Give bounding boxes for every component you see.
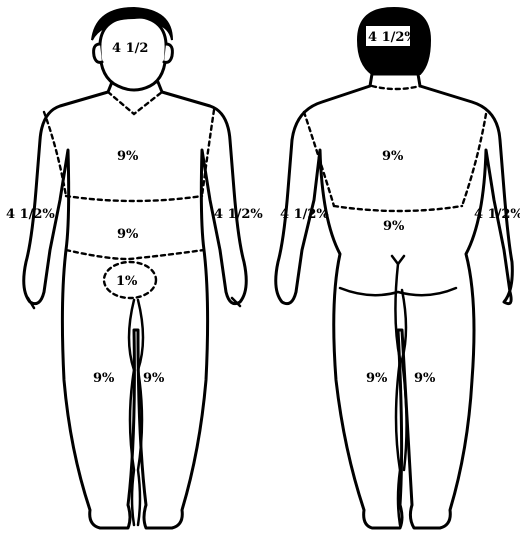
front-head-label: 4 1/2 (112, 41, 148, 56)
back-leg-right-label: 9% (414, 371, 436, 386)
front-figure: 4 1/2 9% 4 1/2% 4 1/2% 9% 1% 9% 9% (6, 8, 263, 528)
front-chest-label: 9% (117, 149, 139, 164)
front-leg-left-label: 9% (143, 371, 165, 386)
front-leg-right-label: 9% (93, 371, 115, 386)
front-abdomen-label: 9% (117, 227, 139, 242)
back-lower-label: 9% (383, 219, 405, 234)
back-figure: 4 1/2% 9% 4 1/2% 4 1/2% 9% 9% 9% (276, 8, 520, 528)
back-leg-left-label: 9% (366, 371, 388, 386)
back-arm-left-label: 4 1/2% (280, 207, 329, 222)
back-body-outline (276, 74, 513, 528)
back-upper-label: 9% (382, 149, 404, 164)
front-arm-left-label: 4 1/2% (214, 207, 263, 222)
front-genital-label: 1% (116, 274, 138, 289)
back-arm-right-label: 4 1/2% (474, 207, 520, 222)
front-arm-right-label: 4 1/2% (6, 207, 55, 222)
back-head-label: 4 1/2% (368, 30, 417, 45)
